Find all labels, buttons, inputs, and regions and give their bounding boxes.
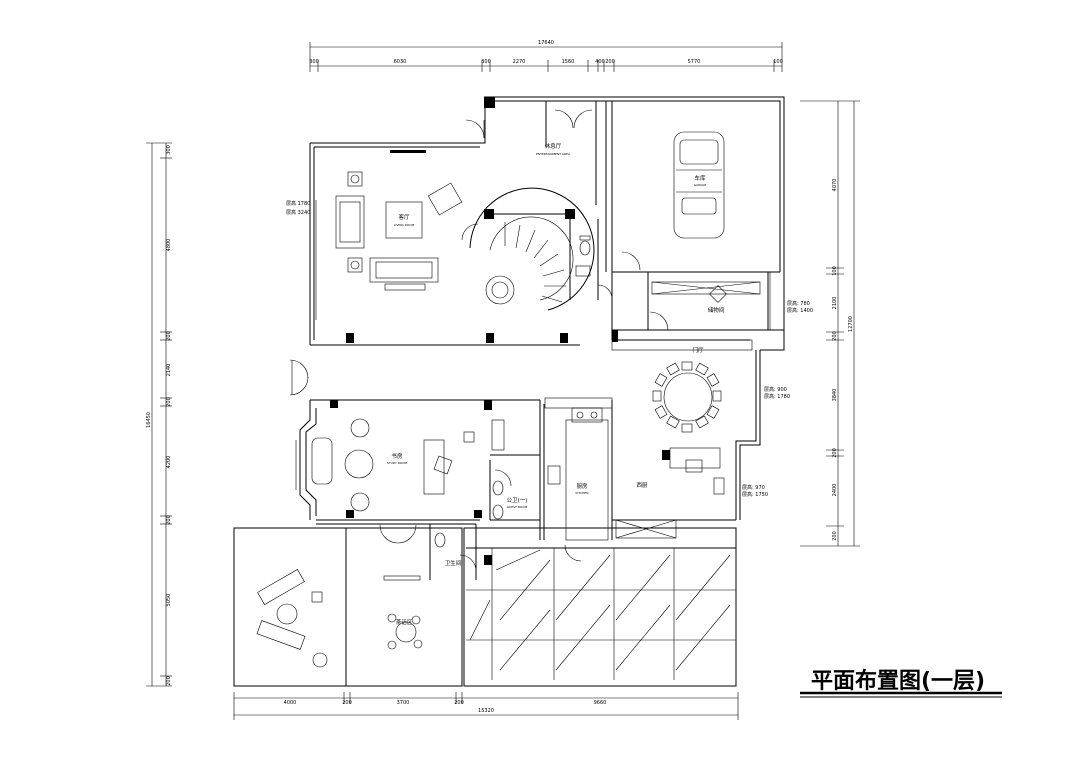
living-room-furniture — [335, 171, 463, 291]
dim-top-9: 100 — [773, 59, 783, 65]
dim-bottom-total: 15320 — [478, 708, 494, 714]
note-storage-1: 层高: 780 — [787, 300, 810, 307]
dimension-left: 300 4800 200 2140 200 4200 200 5050 200 … — [146, 142, 172, 687]
note-wkitchen-1: 层高: 970 — [742, 484, 765, 491]
dim-top-total: 17640 — [538, 40, 554, 46]
ceiling-notes: 层高 1780 层高 3240 层高: 780 层高: 1400 层高: 900… — [286, 200, 813, 498]
room-labels: 客厅 LIVING ROOM 休息厅 ENTERTAINMENT AREA 车库… — [387, 142, 724, 626]
dim-top-2: 6030 — [394, 59, 407, 65]
label-garage-en: GARAGE — [694, 183, 707, 187]
dim-left-4: 2140 — [166, 364, 172, 377]
note-storage-2: 层高: 1400 — [787, 307, 813, 314]
note-living-2: 层高 3240 — [286, 209, 310, 216]
dim-right-3: 2100 — [832, 297, 838, 310]
study-furniture — [311, 418, 475, 512]
dim-left-total: 16450 — [146, 412, 152, 428]
dim-top-6: 400 — [595, 59, 605, 65]
dining-table — [652, 361, 722, 433]
dim-bottom-3: 3700 — [397, 700, 410, 706]
dim-right-2: 100 — [832, 266, 838, 276]
drawing-title: 平面布置图(一层) — [811, 668, 985, 694]
dim-right-total: 12700 — [848, 316, 854, 332]
kitchen-fixtures — [547, 407, 725, 541]
doors — [289, 109, 669, 572]
dim-top-7: 200 — [605, 59, 615, 65]
note-wkitchen-2: 层高: 1750 — [742, 491, 768, 498]
tea-room-furniture — [383, 575, 423, 650]
label-guest-bath-en: GUEST ROOM — [507, 505, 528, 509]
label-hall-tag: 门厅 — [692, 346, 704, 354]
dim-right-5: 3840 — [832, 389, 838, 402]
dim-left-9: 200 — [166, 676, 172, 686]
storage-room — [611, 281, 761, 351]
windows — [295, 142, 771, 490]
dim-bottom-4: 200 — [454, 700, 464, 706]
label-living-en: LIVING ROOM — [394, 223, 415, 227]
glass-canopy — [466, 548, 736, 680]
dim-right-7: 2400 — [832, 484, 838, 497]
dim-left-3: 200 — [166, 331, 172, 341]
dim-left-5: 200 — [166, 397, 172, 407]
dim-bottom-2: 200 — [342, 700, 352, 706]
dim-right-6: 200 — [832, 448, 838, 458]
label-living: 客厅 — [398, 213, 410, 221]
label-guest-bath: 公卫(一) — [507, 497, 528, 504]
dim-left-1: 300 — [166, 145, 172, 155]
label-tea-room: 茶话区 — [396, 618, 413, 626]
dim-left-7: 200 — [166, 515, 172, 525]
dimension-right: 4070 100 2100 200 3840 200 2400 200 1270… — [800, 100, 860, 547]
note-living-1: 层高 1780 — [286, 200, 310, 207]
note-dining-1: 层高: 900 — [764, 386, 787, 393]
note-dining-2: 层高: 1780 — [764, 393, 790, 400]
terrace-lounge — [256, 569, 328, 668]
dim-bottom-1: 4000 — [284, 700, 297, 706]
dimension-top: 17640 300 6030 300 2270 1560 400 200 577… — [309, 40, 783, 72]
spiral-staircase — [461, 187, 595, 311]
dim-left-8: 5050 — [166, 594, 172, 607]
dim-top-1: 300 — [309, 59, 319, 65]
dim-left-6: 4200 — [166, 456, 172, 469]
structural-columns — [330, 97, 670, 565]
dim-top-8: 5770 — [688, 59, 701, 65]
garage-car — [673, 131, 725, 239]
label-western-kitchen: 西厨 — [636, 482, 648, 489]
label-toilet: 卫生间 — [445, 559, 462, 567]
label-garage: 车库 — [694, 174, 706, 182]
dim-right-4: 200 — [832, 331, 838, 341]
label-leisure-en: ENTERTAINMENT AREA — [536, 152, 571, 156]
dim-right-1: 4070 — [832, 179, 838, 192]
label-study-en: STUDY ROOM — [387, 461, 408, 465]
dim-top-4: 2270 — [513, 59, 526, 65]
label-kitchen: 厨房 — [576, 482, 588, 490]
dim-right-8: 200 — [832, 531, 838, 541]
dimension-bottom: 4000 200 3700 200 9660 15320 — [233, 692, 739, 720]
label-storage: 储物间 — [708, 306, 725, 314]
dim-top-3: 300 — [481, 59, 491, 65]
dim-top-5: 1560 — [562, 59, 575, 65]
bathroom-fixtures — [434, 235, 591, 548]
dim-bottom-5: 9660 — [594, 700, 607, 706]
label-kitchen-en: KITCHEN — [576, 491, 589, 495]
label-leisure: 休息厅 — [545, 142, 562, 150]
dim-left-2: 4800 — [166, 239, 172, 252]
label-study: 书房 — [391, 452, 403, 460]
drawing-title-block: 平面布置图(一层) — [800, 668, 1002, 698]
